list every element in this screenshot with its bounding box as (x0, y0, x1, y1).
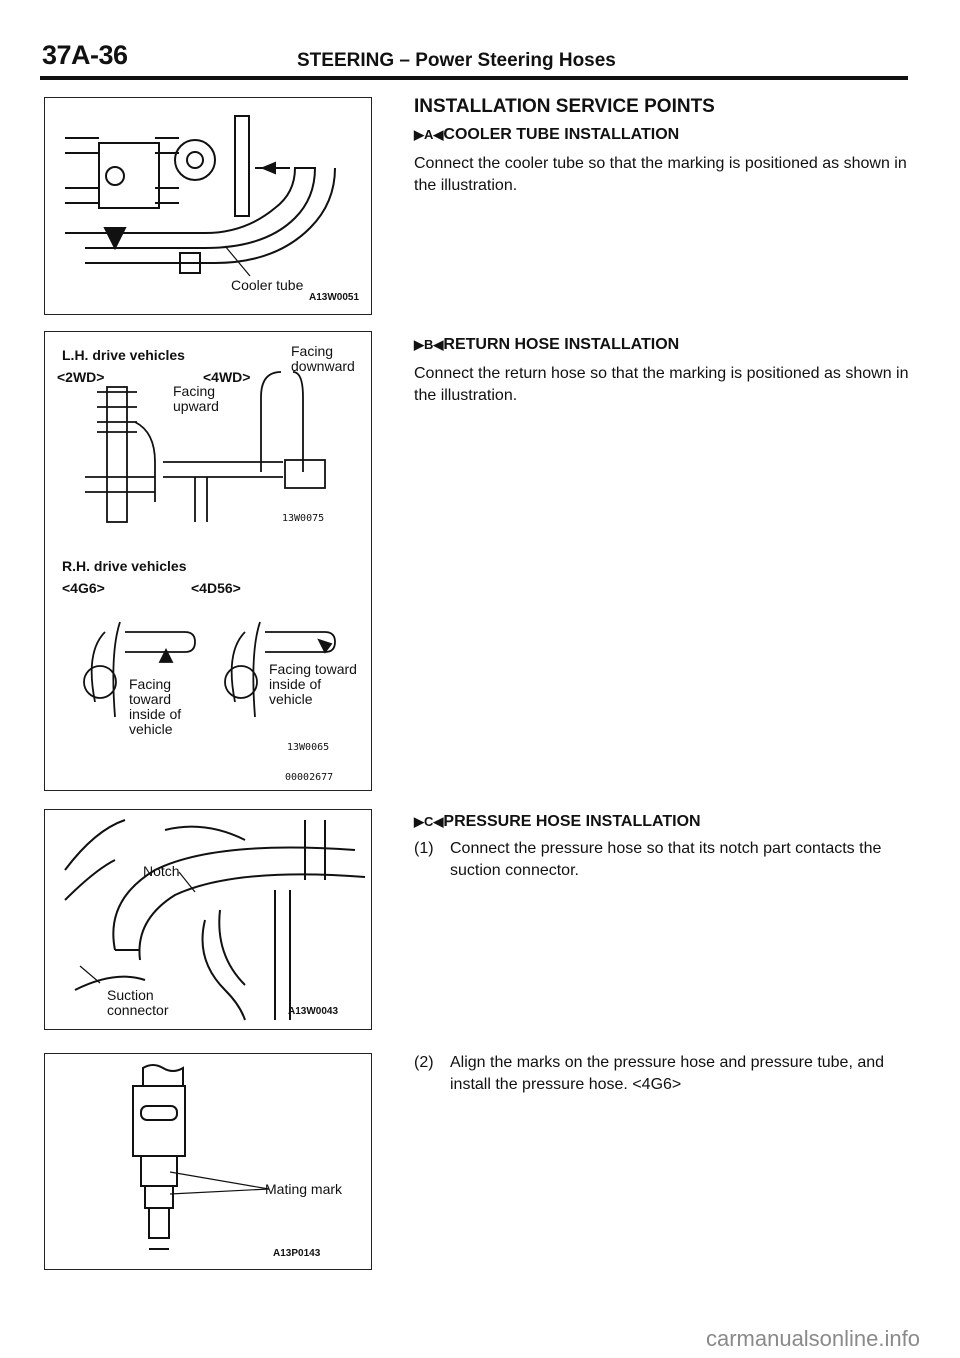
section-c-title: ▶C◀PRESSURE HOSE INSTALLATION (414, 813, 701, 831)
section-b-title-text: RETURN HOSE INSTALLATION (443, 336, 680, 353)
step-1-text: Connect the pressure hose so that its no… (450, 840, 882, 879)
return-hose-illustration (83, 371, 336, 718)
section-a-text: Connect the cooler tube so that the mark… (414, 155, 907, 194)
section-b-marker: ▶B◀ (414, 337, 444, 352)
section-c-marker: ▶C◀ (414, 814, 444, 829)
section-heading: INSTALLATION SERVICE POINTS (414, 96, 715, 117)
facing-downward-label: Facing downward (291, 343, 355, 374)
step-2-number: (2) (414, 1054, 434, 1071)
mating-figure-code: A13P0143 (273, 1248, 321, 1259)
figure-cooler-tube: Cooler tube A13W0051 (44, 97, 372, 315)
suction-connector-label: Suction connector (107, 987, 169, 1018)
facing-upward-label: Facing upward (173, 383, 219, 414)
section-b-text: Connect the return hose so that the mark… (414, 365, 909, 404)
mating-mark-illustration (132, 1064, 270, 1250)
figure-pressure-hose: Notch Suction connector A13W0043 (44, 809, 372, 1030)
lh-4wd-label: <4WD> (203, 369, 251, 385)
section-a-marker: ▶A◀ (414, 127, 444, 142)
rh-figure-code: 13W0065 (287, 742, 330, 753)
cooler-figure-code: A13W0051 (309, 292, 360, 303)
rh-4d56-label: <4D56> (191, 580, 241, 596)
pressure-hose-illustration (64, 819, 366, 1021)
page-number: 37A-36 (42, 40, 128, 70)
section-c-title-text: PRESSURE HOSE INSTALLATION (443, 813, 701, 830)
rh-drive-title: R.H. drive vehicles (62, 558, 187, 574)
rh-4g6-label: <4G6> (62, 580, 105, 596)
cooler-tube-illustration (65, 115, 336, 277)
mating-mark-label: Mating mark (265, 1181, 343, 1197)
notch-label: Notch (143, 863, 180, 879)
section-a-title: ▶A◀COOLER TUBE INSTALLATION (414, 126, 679, 144)
section-a-title-text: COOLER TUBE INSTALLATION (443, 126, 680, 143)
step-1-number: (1) (414, 840, 434, 857)
lh-2wd-label: <2WD> (57, 369, 105, 385)
header-rule (40, 76, 908, 80)
pressure-figure-code: A13W0043 (288, 1006, 339, 1017)
facing-toward-left-label: Facing toward inside of vehicle (129, 676, 182, 737)
figure-mating-mark: Mating mark A13P0143 (44, 1053, 372, 1270)
section-b-title: ▶B◀RETURN HOSE INSTALLATION (414, 336, 679, 354)
figure-return-hose: L.H. drive vehicles <2WD> <4WD> Facing u… (44, 331, 372, 791)
figure-doc-code: 00002677 (285, 772, 334, 783)
watermark: carmanualsonline.info (705, 1326, 920, 1351)
page-title: STEERING – Power Steering Hoses (297, 50, 616, 71)
cooler-tube-label: Cooler tube (231, 277, 304, 293)
facing-toward-right-label: Facing toward inside of vehicle (269, 661, 357, 707)
lh-drive-title: L.H. drive vehicles (62, 347, 185, 363)
lh-figure-code: 13W0075 (282, 513, 325, 524)
step-2-text: Align the marks on the pressure hose and… (450, 1054, 885, 1093)
